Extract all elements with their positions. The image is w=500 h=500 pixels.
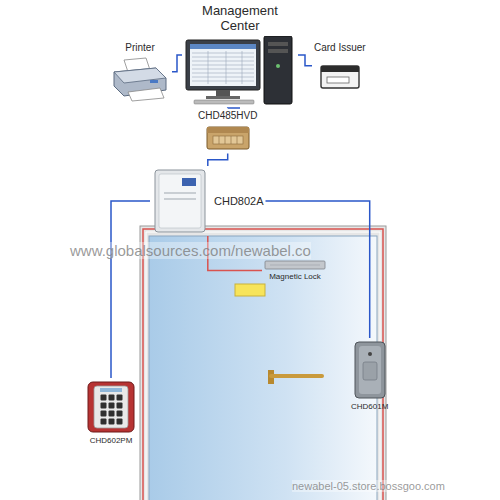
wire-line <box>228 107 240 109</box>
door-frame <box>140 226 386 500</box>
wire-line <box>266 201 370 338</box>
device-label: CHD485HVD <box>198 110 257 122</box>
frame-wire <box>146 232 380 500</box>
wire-connector <box>172 55 182 72</box>
door-handle <box>271 374 322 378</box>
device-label: Magnetic Lock <box>269 272 321 281</box>
magnetic-lock-device: Magnetic Lock <box>262 258 328 283</box>
card-reader-icon <box>353 340 387 400</box>
card-reader-device: CHD601M <box>349 338 390 413</box>
card-issuer-icon <box>319 62 361 90</box>
converter-icon <box>203 124 253 152</box>
computer-icon <box>184 36 296 106</box>
wire-connector <box>111 201 150 378</box>
printer-device: Printer <box>108 40 172 104</box>
door-sign <box>235 284 265 296</box>
card-issuer-device: Card Issuer <box>312 40 368 92</box>
management-center: Management Center <box>182 2 298 108</box>
wire-line <box>111 201 150 378</box>
door-panel <box>149 236 377 500</box>
wire-line <box>298 55 312 66</box>
controller-icon <box>152 168 208 234</box>
device-label: Management Center <box>188 4 292 34</box>
wire-connector <box>298 55 312 66</box>
wire-connector <box>228 107 240 108</box>
watermark: www.globalsources.com/newabel.co <box>70 242 311 259</box>
watermark: newabel-05.store.bossgoo.com <box>292 480 445 492</box>
controller-device: CHD802A <box>150 166 266 236</box>
wire-connector <box>266 201 370 338</box>
device-label: CHD602PM <box>90 436 133 445</box>
device-label: CHD601M <box>351 402 388 411</box>
device-label: Card Issuer <box>314 42 366 54</box>
wire-connector <box>208 154 228 167</box>
device-label: Printer <box>125 42 154 54</box>
wire-line <box>208 154 228 167</box>
keypad-reader-device: CHD602PM <box>84 378 138 447</box>
keypad-reader-icon <box>86 380 136 434</box>
device-label: CHD802A <box>214 195 264 208</box>
magnetic-lock-icon <box>264 260 326 270</box>
converter-device: CHD485HVD <box>196 108 259 154</box>
printer-icon <box>110 56 170 102</box>
frame-wire <box>143 229 383 500</box>
wire-line <box>172 55 182 72</box>
